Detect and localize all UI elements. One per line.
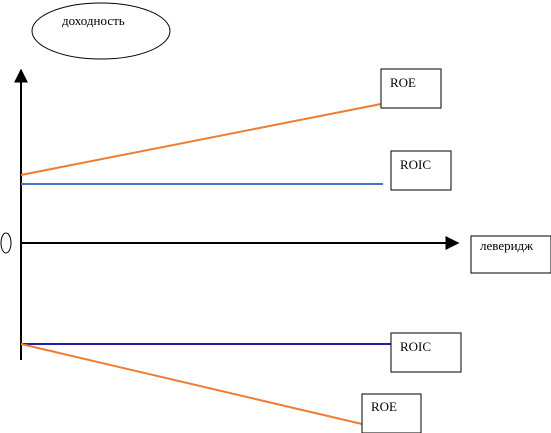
roic-label-positive: ROIC: [400, 157, 431, 172]
roe-label-box-positive: [380, 68, 442, 109]
y-axis-label: доходность: [62, 13, 125, 28]
roe-line-positive: [20, 103, 382, 176]
roic-label-box-positive: [390, 150, 452, 191]
roic-label-box-negative: [390, 332, 462, 373]
y-axis-label-ellipse: [31, 2, 171, 60]
roic-label-negative: ROIC: [400, 339, 431, 354]
roe-label-positive: ROE: [390, 75, 416, 90]
roe-label-negative: ROE: [371, 399, 397, 414]
roe-label-box-negative: [361, 393, 422, 433]
x-axis-label: леверидж: [480, 238, 534, 253]
roe-line-negative: [20, 343, 363, 425]
origin-label-ellipse: [0, 232, 12, 254]
x-axis-label-box: [470, 235, 551, 274]
